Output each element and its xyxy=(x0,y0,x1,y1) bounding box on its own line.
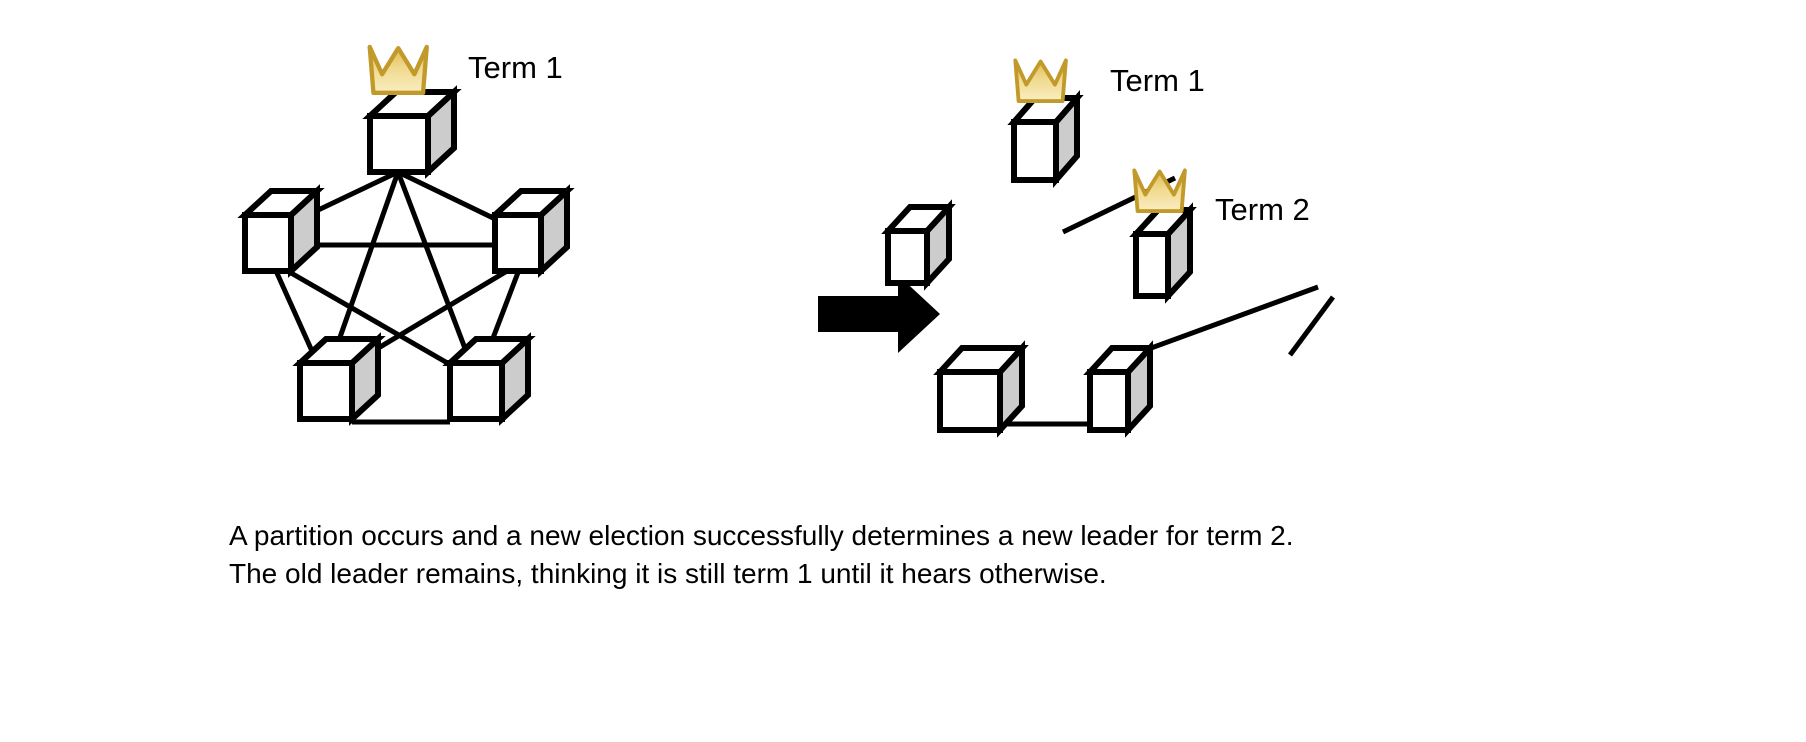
node-partition2-follower-left[interactable] xyxy=(933,340,1029,438)
node-follower-right[interactable] xyxy=(487,184,575,278)
node-front-face xyxy=(1133,231,1171,299)
node-front-face xyxy=(492,212,544,274)
node-front-face xyxy=(447,360,505,422)
caption-line-2: The old leader remains, thinking it is s… xyxy=(229,558,1107,589)
edge-R2-R3 xyxy=(1131,284,1319,358)
caption-line-1: A partition occurs and a new election su… xyxy=(229,520,1294,551)
edge-L0-L4 xyxy=(395,171,480,381)
arrow-right-icon xyxy=(818,275,940,353)
node-front-face xyxy=(1011,119,1059,183)
term-label-left: Term 1 xyxy=(468,50,563,85)
node-front-face xyxy=(937,369,1003,433)
node-front-face xyxy=(1087,369,1131,433)
node-follower-bottom-right[interactable] xyxy=(442,332,536,426)
edge-R2-R4 xyxy=(1287,295,1336,357)
node-follower-bottom-left[interactable] xyxy=(292,332,386,426)
node-new-leader-term2[interactable] xyxy=(1129,202,1197,304)
node-front-face xyxy=(242,212,294,274)
node-partition2-follower-right[interactable] xyxy=(1083,340,1157,438)
term-label-right-1: Term 1 xyxy=(1110,63,1205,98)
cluster-before-edges xyxy=(269,169,525,425)
node-front-face xyxy=(885,228,930,286)
transition-arrow xyxy=(818,275,940,353)
edge-L1-L4 xyxy=(270,259,479,383)
node-front-face xyxy=(367,113,431,175)
node-old-leader-term1[interactable] xyxy=(1007,90,1084,188)
node-follower-left[interactable] xyxy=(237,184,325,278)
node-front-face xyxy=(297,360,355,422)
node-isolated-follower[interactable] xyxy=(881,199,956,291)
crown-icon xyxy=(1013,58,1068,104)
crown-icon xyxy=(1132,168,1187,214)
node-leader-term1[interactable] xyxy=(362,85,462,179)
crown-icon xyxy=(367,44,429,96)
term-label-right-2: Term 2 xyxy=(1215,192,1310,227)
